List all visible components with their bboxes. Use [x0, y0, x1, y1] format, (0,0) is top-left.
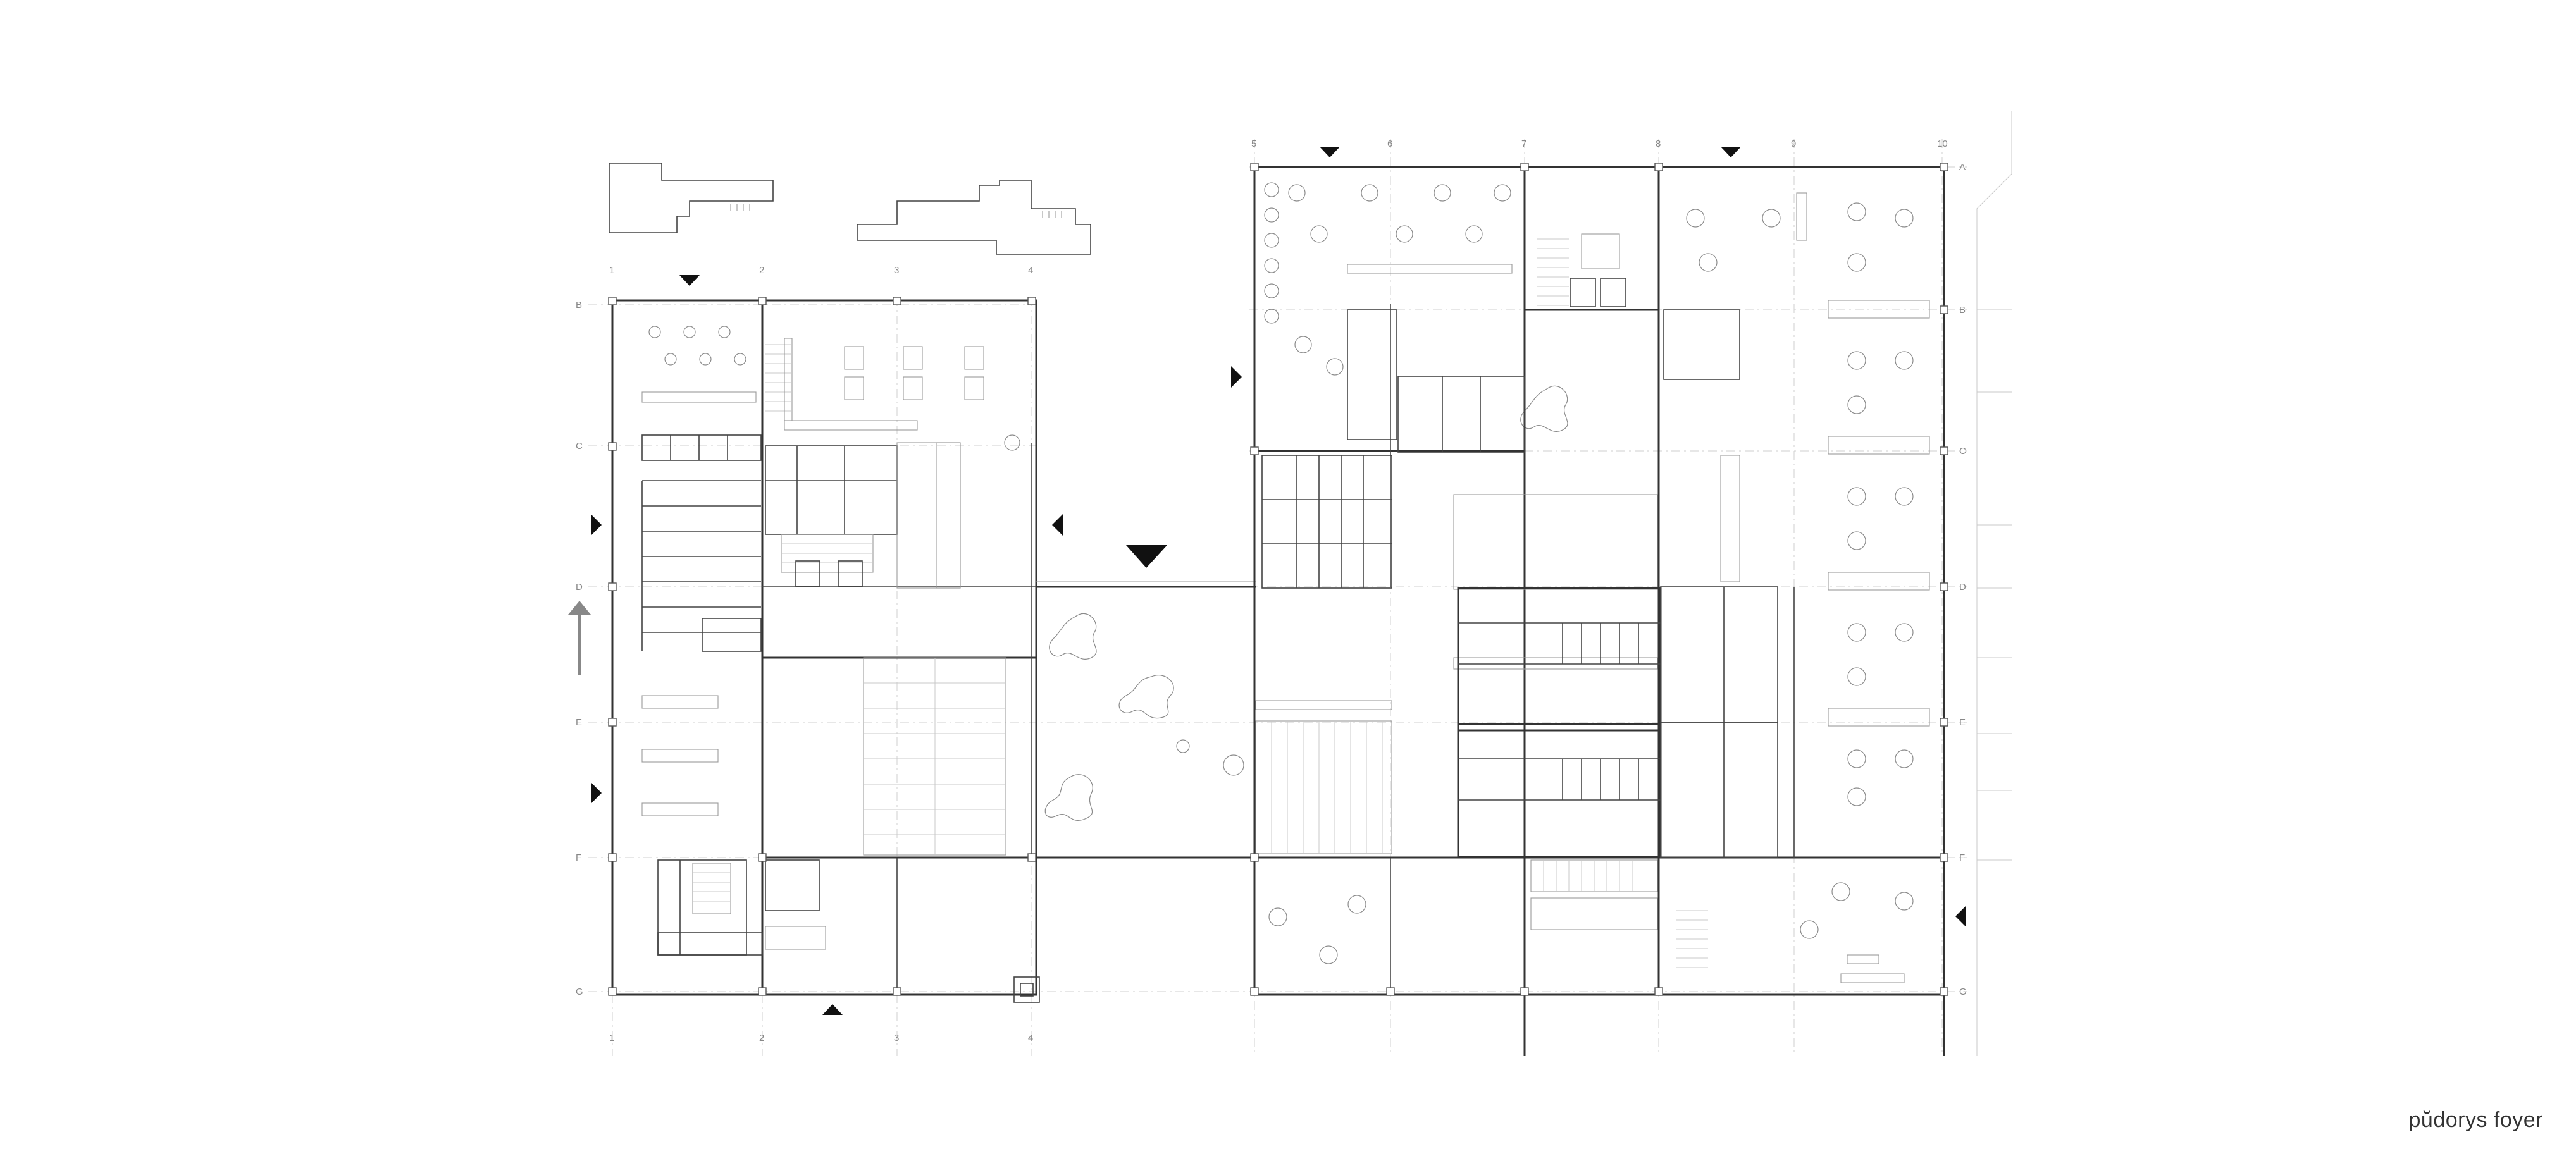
entrance-triangle-east	[1955, 906, 1966, 927]
row-label-e-right: E	[1959, 717, 1966, 728]
entrance-triangle-top-right	[1721, 147, 1741, 157]
col-label-3-bottom: 3	[894, 1033, 899, 1043]
row-label-f-right: F	[1959, 852, 1965, 863]
connecting-foyer	[1036, 385, 1568, 859]
row-label-b-right: B	[1959, 305, 1966, 316]
col-label-4: 4	[1028, 265, 1033, 276]
key-plan	[609, 163, 1091, 255]
col-label-1-bottom: 1	[609, 1033, 614, 1043]
entrance-triangle-bottom	[822, 1004, 843, 1015]
entrance-triangle-top-left	[679, 275, 700, 286]
col-label-3: 3	[894, 265, 899, 276]
col-label-2: 2	[759, 265, 764, 276]
row-label-d-left: D	[576, 582, 583, 593]
entrance-triangle-right-building-west	[1231, 366, 1242, 388]
col-label-9: 9	[1791, 138, 1796, 149]
col-label-7: 7	[1521, 138, 1526, 149]
row-label-b-left: B	[576, 300, 582, 310]
col-label-2-bottom: 2	[759, 1033, 764, 1043]
left-building	[608, 297, 1040, 1003]
drawing-title: pŭdorys foyer	[2408, 1108, 2543, 1132]
row-label-c-left: C	[576, 441, 583, 452]
entrance-markers	[591, 147, 1966, 1015]
row-label-c-right: C	[1959, 446, 1966, 457]
entrance-triangle-left-1	[591, 514, 602, 536]
row-label-d-right: D	[1959, 582, 1966, 593]
col-label-1: 1	[609, 265, 614, 276]
entrance-triangle-main	[1126, 545, 1167, 568]
entrance-triangle-top-mid	[1320, 147, 1340, 157]
entrance-triangle-left-2	[591, 782, 602, 804]
row-label-e-left: E	[576, 717, 582, 728]
grid-labels: 1 2 3 4 1 2 3 4 5 6 7 8 9 10 B C D E F G…	[576, 138, 1967, 1043]
col-label-5: 5	[1251, 138, 1256, 149]
col-label-6: 6	[1387, 138, 1392, 149]
col-label-4-bottom: 4	[1028, 1033, 1033, 1043]
col-label-10: 10	[1937, 138, 1948, 149]
row-label-g-left: G	[576, 987, 583, 997]
axis-grid	[588, 139, 1967, 1056]
row-label-a-right: A	[1959, 162, 1966, 173]
col-label-8: 8	[1656, 138, 1661, 149]
entrance-triangle-right-left-building	[1052, 514, 1063, 536]
north-arrow-icon	[568, 601, 591, 675]
row-label-f-left: F	[576, 852, 581, 863]
row-label-g-right: G	[1959, 987, 1967, 997]
right-building	[1250, 111, 2012, 1056]
